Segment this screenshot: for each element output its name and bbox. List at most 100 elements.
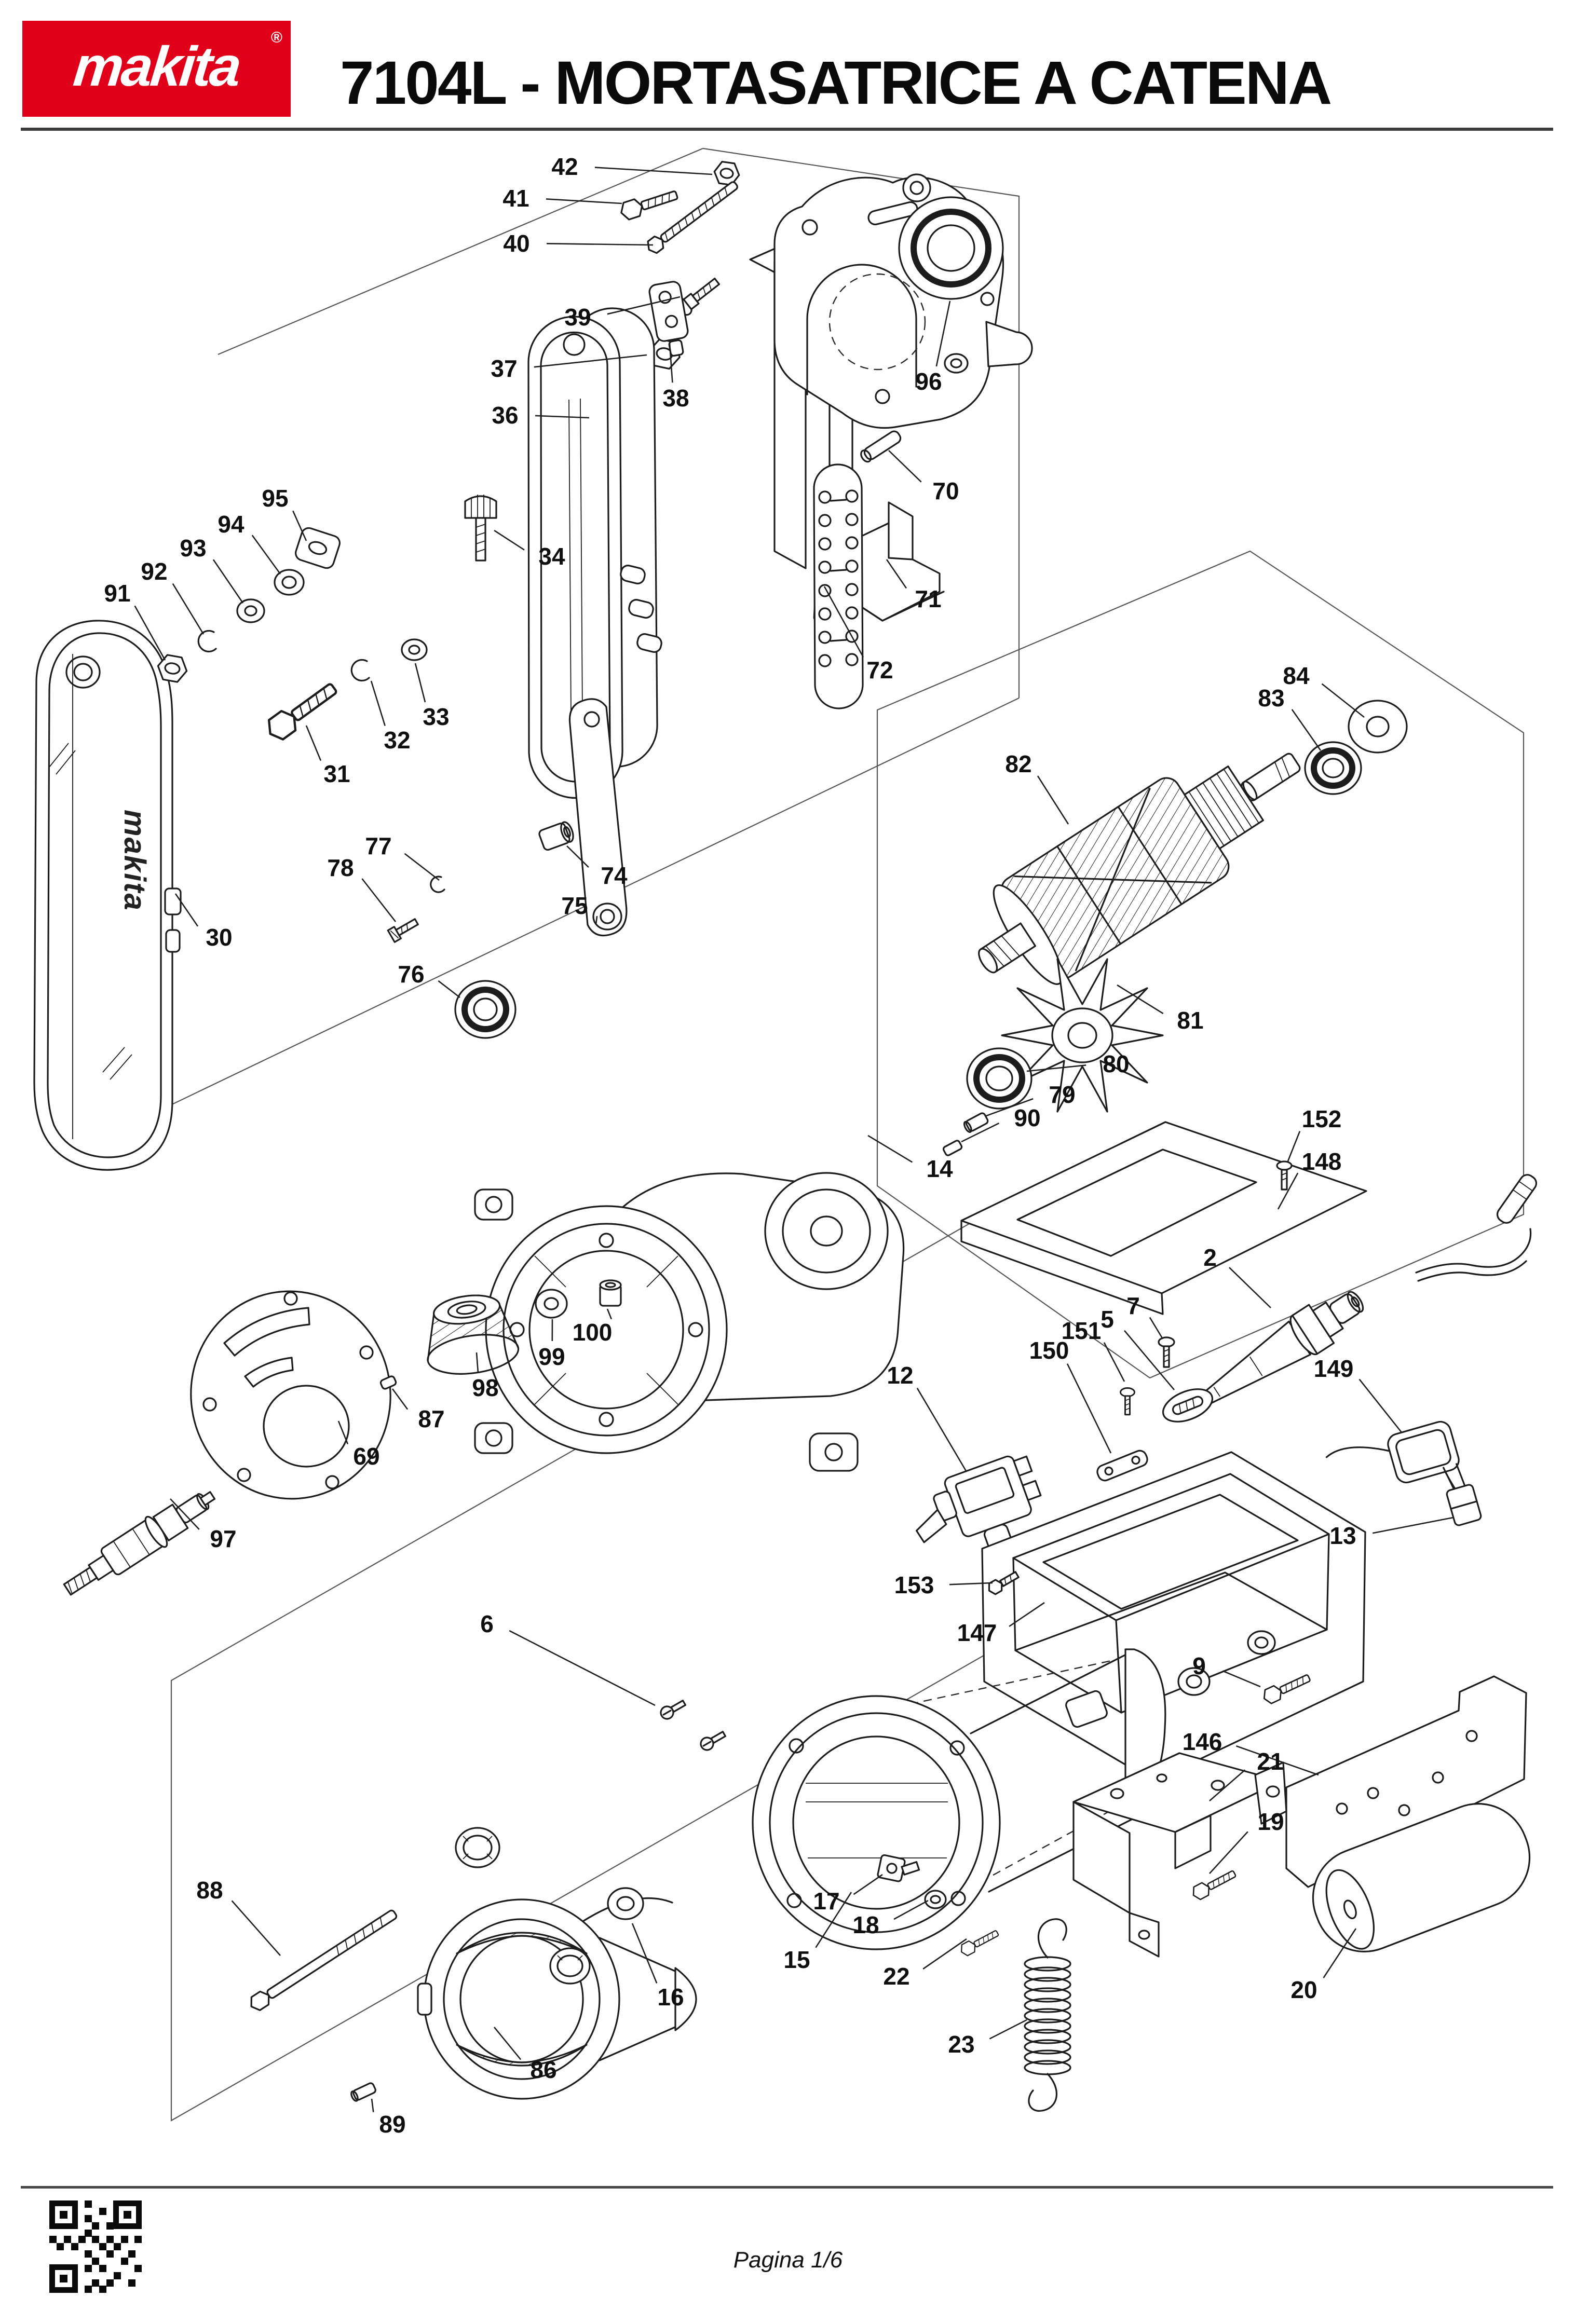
- svg-text:32: 32: [384, 727, 410, 754]
- callout-71: 71: [886, 559, 942, 612]
- callout-36: 36: [492, 402, 590, 429]
- part-screw-152: [1276, 1160, 1293, 1191]
- part-connector-13: [1443, 1463, 1482, 1526]
- svg-text:83: 83: [1258, 685, 1284, 712]
- callout-6: 6: [480, 1610, 656, 1706]
- svg-text:37: 37: [491, 355, 517, 382]
- parts-layer: makita: [33, 160, 1538, 2112]
- callout-152: 152: [1286, 1105, 1342, 1163]
- callout-20: 20: [1290, 1928, 1357, 2003]
- svg-text:31: 31: [323, 760, 350, 787]
- svg-text:6: 6: [480, 1610, 494, 1637]
- footer-divider: [21, 2186, 1553, 2189]
- registered-trademark-icon: ®: [270, 29, 282, 46]
- callout-96: 96: [915, 300, 951, 395]
- part-washer-84: [1348, 700, 1408, 754]
- part-pin-89: [350, 2082, 376, 2102]
- part-pin-79: [963, 1112, 989, 1133]
- svg-text:146: 146: [1183, 1728, 1222, 1755]
- svg-text:40: 40: [503, 230, 529, 257]
- callout-79: 79: [986, 1081, 1076, 1117]
- part-spacer-100: [599, 1279, 622, 1307]
- svg-text:90: 90: [1014, 1104, 1040, 1131]
- part-bearing-83: [1304, 741, 1362, 795]
- callout-13: 13: [1329, 1516, 1454, 1549]
- part-screw-7: [1158, 1336, 1175, 1368]
- svg-text:80: 80: [1103, 1050, 1129, 1077]
- part-spring-23: [1024, 1918, 1071, 2112]
- callout-86: 86: [493, 2027, 557, 2083]
- callout-148: 148: [1277, 1148, 1341, 1210]
- part-chain-bar: [527, 316, 623, 799]
- part-bolt-31: [263, 678, 341, 744]
- svg-text:84: 84: [1283, 662, 1310, 689]
- callout-39: 39: [564, 296, 681, 331]
- svg-text:82: 82: [1005, 750, 1031, 777]
- svg-text:98: 98: [472, 1374, 498, 1401]
- part-bolt-88: [250, 1909, 398, 2011]
- part-fan-81: [1001, 958, 1164, 1113]
- callout-41: 41: [502, 185, 622, 212]
- callout-92: 92: [141, 558, 205, 635]
- callout-153: 153: [894, 1571, 993, 1598]
- svg-text:13: 13: [1329, 1522, 1356, 1549]
- callout-5: 5: [1101, 1306, 1175, 1390]
- callout-74: 74: [566, 845, 628, 889]
- svg-text:88: 88: [196, 1877, 223, 1904]
- callout-93: 93: [180, 535, 244, 604]
- part-motor-mount-plate: [773, 173, 1033, 429]
- callout-69: 69: [337, 1420, 380, 1470]
- part-chain: [620, 463, 864, 709]
- callout-81: 81: [1117, 984, 1204, 1034]
- callout-31: 31: [305, 725, 350, 787]
- svg-text:22: 22: [883, 1963, 909, 1990]
- svg-text:5: 5: [1101, 1306, 1114, 1333]
- svg-text:79: 79: [1049, 1081, 1075, 1108]
- header-divider: [21, 128, 1553, 131]
- callout-70: 70: [888, 450, 959, 504]
- callout-21: 21: [1209, 1748, 1284, 1801]
- part-chain-guard-30: makita: [33, 620, 182, 1171]
- callout-89: 89: [371, 2098, 406, 2138]
- svg-text:69: 69: [353, 1443, 379, 1470]
- part-cam-plate-5: [1162, 1388, 1214, 1423]
- page-number: Pagina 1/6: [733, 2247, 843, 2273]
- callout-90: 90: [961, 1104, 1041, 1143]
- part-bearing-80: [966, 1047, 1032, 1110]
- svg-text:20: 20: [1290, 1976, 1317, 2003]
- callout-82: 82: [1005, 750, 1069, 825]
- svg-text:21: 21: [1257, 1748, 1283, 1775]
- part-terminal-17: [877, 1854, 920, 1882]
- page-title: 7104L - MORTASATRICE A CATENA: [340, 49, 1332, 117]
- svg-text:19: 19: [1257, 1808, 1284, 1835]
- part-screw-151: [1120, 1387, 1135, 1416]
- svg-text:42: 42: [551, 153, 578, 180]
- callout-151: 151: [1062, 1317, 1125, 1382]
- svg-text:152: 152: [1302, 1105, 1342, 1132]
- svg-text:72: 72: [866, 657, 893, 683]
- part-bolt-41: [617, 185, 681, 222]
- part-retainer-plate-69: [190, 1290, 391, 1500]
- part-bevel-gear-98: [427, 1294, 520, 1375]
- part-roller-74: [538, 821, 574, 851]
- part-clip-77: [430, 876, 445, 893]
- callout-32: 32: [370, 680, 411, 754]
- part-bearing-96: [898, 196, 1004, 300]
- svg-text:71: 71: [915, 585, 941, 612]
- callout-14: 14: [867, 1134, 953, 1182]
- callout-16: 16: [631, 1923, 684, 2011]
- svg-text:93: 93: [180, 535, 206, 562]
- part-clamp-95: [295, 527, 341, 569]
- callout-76: 76: [398, 961, 460, 999]
- part-ering-92: [197, 630, 217, 653]
- callout-99: 99: [538, 1319, 565, 1370]
- callout-9: 9: [1192, 1652, 1261, 1688]
- part-ring-16: [607, 1887, 644, 1920]
- part-armature-82: [978, 753, 1301, 985]
- part-motor-housing-15: [752, 1648, 1166, 1950]
- svg-text:33: 33: [423, 703, 449, 730]
- part-pin-70: [860, 430, 902, 463]
- part-bar-150: [1096, 1450, 1148, 1482]
- callout-72: 72: [823, 586, 893, 683]
- svg-text:91: 91: [104, 580, 130, 607]
